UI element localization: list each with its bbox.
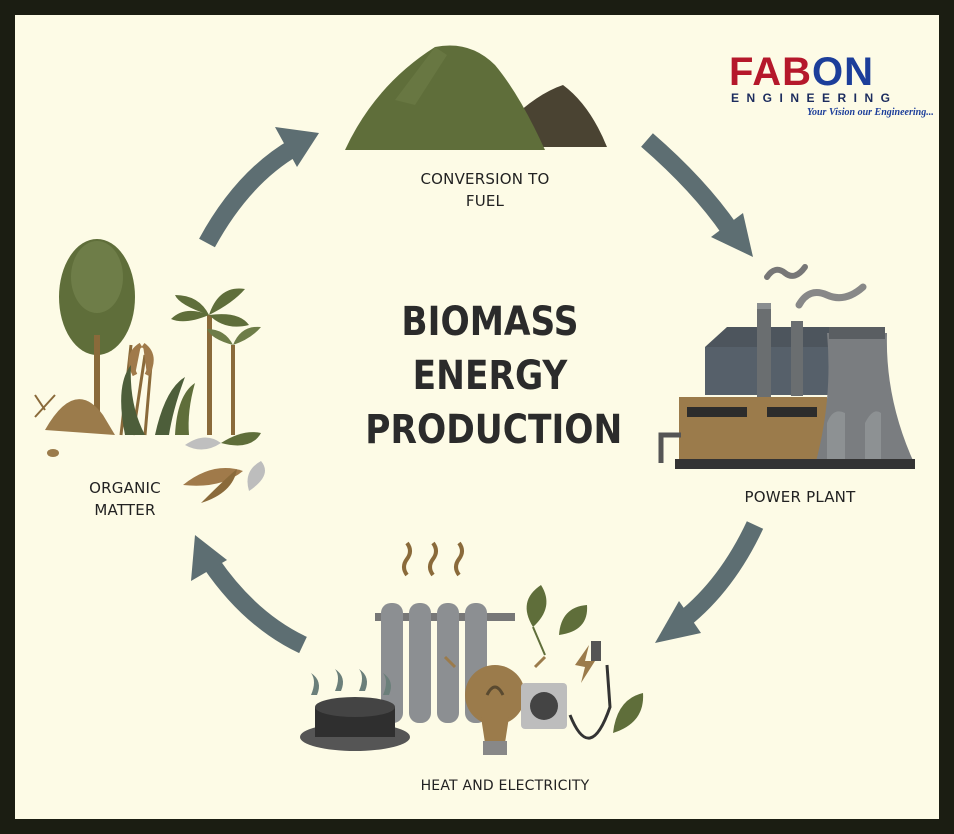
stage-label-conversion: CONVERSION TO FUEL [420,170,550,210]
title-line-1: BIOMASS [401,299,579,345]
stage-label-organic-matter: ORGANIC MATTER [89,479,161,519]
diagram-title: BIOMASS ENERGY PRODUCTION [365,295,623,457]
stage-label-heat-electricity: HEAT AND ELECTRICITY [420,778,590,794]
arrow-to-conversion [199,139,300,248]
lightbulb-icon [443,655,547,755]
socket-icon [521,641,612,740]
arrow-to-heat [677,521,764,628]
mountain-icon [345,45,607,150]
fabon-logo: FABON ENGINEERING Your Vision our Engine… [729,51,939,121]
cycle-arrows [199,133,764,654]
arrowhead-heat [655,601,701,643]
arrowhead-power [711,213,753,257]
factory-icon [658,264,915,469]
arrow-to-organic [203,557,307,654]
title-line-2: ENERGY [412,353,568,399]
burner-icon [300,669,410,751]
arrow-to-power [641,133,738,236]
logo-brand-blue: ON [812,50,874,94]
arrowhead-conversion [275,127,319,167]
logo-brand-red: FAB [729,50,812,94]
arrowhead-organic [191,535,227,581]
title-line-3: PRODUCTION [365,407,623,453]
stage-label-power-plant: POWER PLANT [744,488,856,506]
diagram-frame: FABON ENGINEERING Your Vision our Engine… [15,15,939,819]
logo-sub: ENGINEERING [731,91,898,105]
logo-tagline: Your Vision our Engineering... [807,107,934,118]
arrow-heads [191,127,753,643]
leaf-icon [526,585,644,733]
cycle-artwork [34,45,915,755]
tree-icon [34,239,265,503]
